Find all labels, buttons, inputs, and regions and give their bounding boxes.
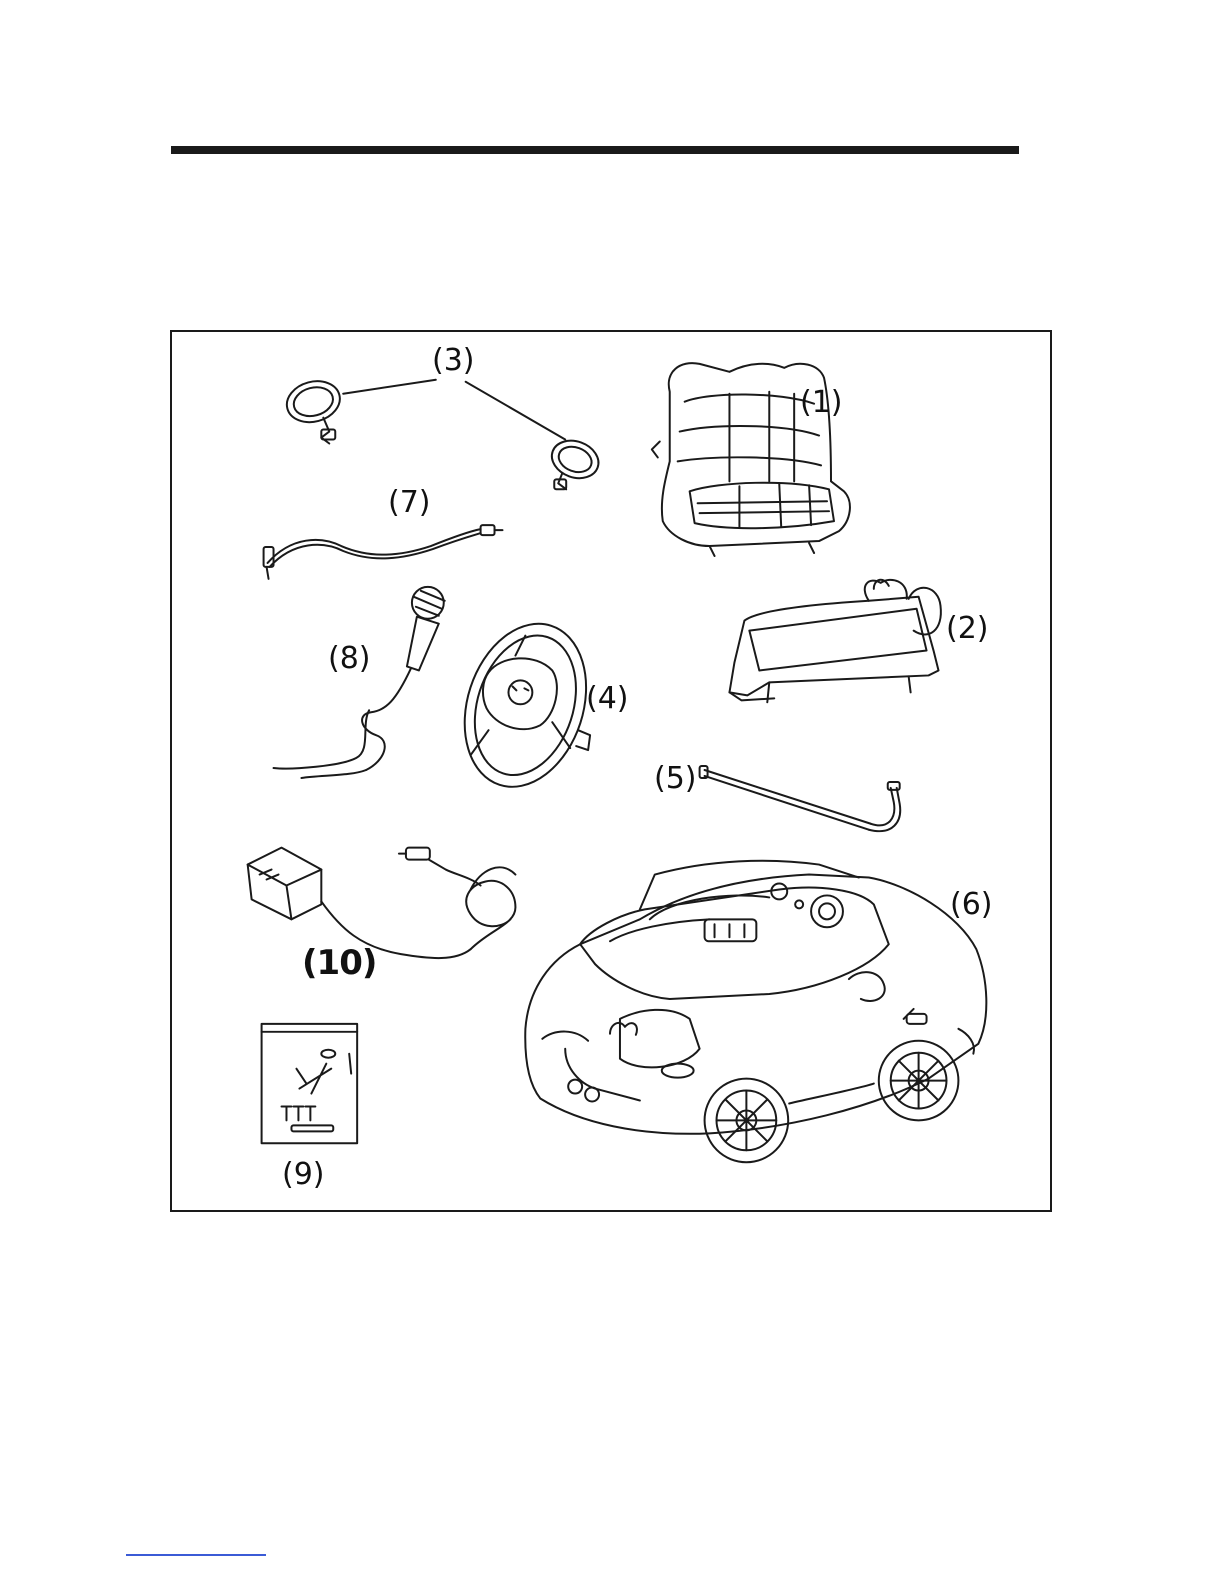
part-label-9: (9) — [282, 1160, 325, 1190]
windshield-icon — [729, 580, 940, 703]
part-label-8: (8) — [328, 644, 371, 674]
ride-on-car-icon — [525, 861, 986, 1163]
header-rule — [171, 146, 1019, 154]
hardware-bag-icon — [262, 1024, 358, 1143]
part-label-6: (6) — [950, 890, 993, 920]
part-label-2: (2) — [946, 614, 989, 644]
rod-icon — [700, 766, 901, 831]
parts-figure: (3) (1) (7) (2) (8) (4) (5) (6) (10) (9) — [170, 330, 1052, 1212]
part-label-3: (3) — [432, 346, 475, 376]
parts-drawing — [172, 332, 1050, 1210]
charger-icon — [248, 848, 516, 958]
side-mirror-icon — [282, 375, 604, 489]
footer-link-underline — [126, 1554, 266, 1556]
part-label-4: (4) — [586, 684, 629, 714]
steering-wheel-icon — [445, 608, 607, 803]
audio-cable-icon — [264, 525, 503, 579]
part-label-1: (1) — [800, 388, 843, 418]
part-label-5: (5) — [654, 764, 697, 794]
part-label-10: (10) — [302, 946, 376, 980]
part-label-7: (7) — [388, 488, 431, 518]
microphone-icon — [274, 587, 445, 778]
